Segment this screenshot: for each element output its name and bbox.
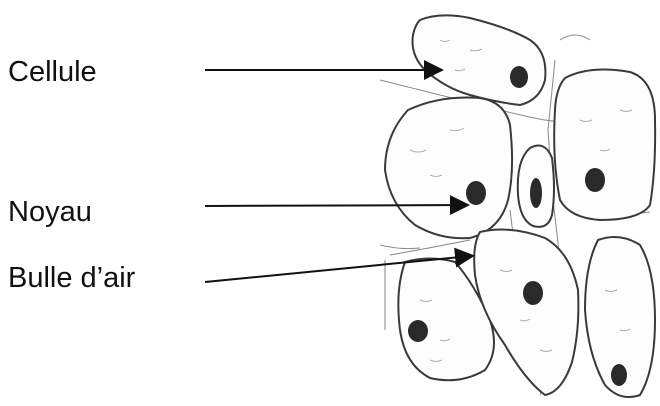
cell-mid-left (385, 98, 512, 239)
cell-mid-small (518, 146, 554, 227)
cell-bottom-right (585, 237, 655, 397)
arrow-nucleus (205, 205, 466, 206)
cell-top (413, 15, 546, 105)
nucleus-1 (510, 66, 528, 88)
cell-bottom-mid (474, 230, 578, 395)
nucleus-6 (523, 281, 543, 305)
nucleus-3 (530, 178, 542, 208)
nucleus-2 (466, 181, 486, 205)
nucleus-4 (585, 168, 605, 192)
nucleus-5 (408, 320, 428, 342)
nucleus-7 (611, 364, 627, 386)
cell-right-tall (554, 70, 655, 220)
